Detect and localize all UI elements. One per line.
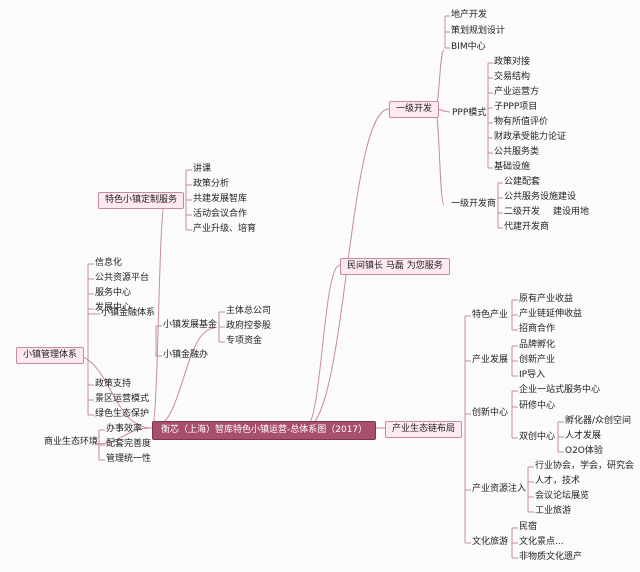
be-item-2[interactable]: 管理统一性 [106,454,152,464]
ppp-item-3[interactable]: 子PPP项目 [494,102,538,112]
inn-item-1[interactable]: 研修中心 [519,401,556,411]
ppp-item-0[interactable]: 政策对接 [494,57,531,67]
ppp-item-7[interactable]: 基础设施 [494,162,531,172]
node-industry-dev[interactable]: 产业发展 [472,355,509,365]
cs-item-4[interactable]: 产业升级、培育 [193,224,257,234]
node-industry-chain[interactable]: 产业生态链布局 [385,421,463,438]
dual-item-0[interactable]: 孵化器/众创空间 [565,416,632,426]
dual-item-1[interactable]: 人才发展 [565,431,602,441]
node-innovation[interactable]: 创新中心 [472,408,509,418]
ppp-item-6[interactable]: 公共服务类 [494,147,540,157]
fund-item-1[interactable]: 政府控参股 [226,321,272,331]
link-center-fund [151,327,216,429]
cs-item-0[interactable]: 讲课 [193,164,212,174]
node-dual-center[interactable]: 双创中心 [519,432,556,442]
node-culture[interactable]: 文化旅游 [472,537,509,547]
link-center-custom [151,201,166,429]
id-item-0[interactable]: 品牌孵化 [519,340,556,350]
fdb-item-0[interactable]: 公建配套 [504,177,541,187]
node-mgmt-system[interactable]: 小镇管理体系 [16,347,85,364]
res-item-3[interactable]: 工业旅游 [535,506,572,516]
id-item-2[interactable]: IP导入 [519,370,546,380]
mg-item-3[interactable]: 发展中心 [95,303,132,313]
mg-item-5[interactable]: 景区运营模式 [95,394,150,404]
be-item-1[interactable]: 配套完善度 [106,439,152,449]
mg-item-0[interactable]: 信息化 [95,258,123,268]
node-resource[interactable]: 产业资源注入 [472,484,527,494]
node-finance-office[interactable]: 小镇金融办 [163,350,209,360]
item-bim-center[interactable]: BIM中心 [451,42,486,52]
cs-item-1[interactable]: 政策分析 [193,179,230,189]
fdb-item-3[interactable]: 代建开发商 [504,222,550,232]
item-land-use[interactable]: 建设用地 [553,207,590,217]
node-first-dev-body[interactable]: 一级开发商 [451,199,497,209]
fdb-item-1[interactable]: 公共服务设施建设 [504,192,577,202]
mg-item-4[interactable]: 政策支持 [95,379,132,389]
fi-item-1[interactable]: 产业链延伸收益 [519,309,583,319]
node-ppp[interactable]: PPP模式 [452,108,487,118]
res-item-1[interactable]: 人才，技术 [535,476,581,486]
node-finance-system[interactable]: 小镇金融体系 [101,308,156,318]
node-business-env[interactable]: 商业生态环境 [44,437,99,447]
link-center-mayor [304,264,341,429]
cul-item-1[interactable]: 文化景点... [519,537,564,547]
item-planning-design[interactable]: 策划规划设计 [451,26,506,36]
cul-item-0[interactable]: 民宿 [519,522,538,532]
be-item-0[interactable]: 办事效率 [106,424,143,434]
node-first-dev[interactable]: 一级开发 [389,101,440,118]
mg-item-6[interactable]: 绿色生态保护 [95,409,150,419]
id-item-1[interactable]: 创新产业 [519,355,556,365]
res-item-2[interactable]: 会议论坛展览 [535,491,590,501]
cul-item-2[interactable]: 非物质文化遗产 [519,552,583,562]
node-custom-service[interactable]: 特色小镇定制服务 [98,192,185,209]
fi-item-0[interactable]: 原有产业收益 [519,294,574,304]
node-feature-industry[interactable]: 特色产业 [472,310,509,320]
mg-item-2[interactable]: 服务中心 [95,288,132,298]
res-item-0[interactable]: 行业协会，学会，研究会 [535,461,635,471]
link-center-business [94,427,153,445]
fund-item-2[interactable]: 专项资金 [226,336,263,346]
mg-item-1[interactable]: 公共资源平台 [95,273,150,283]
fund-item-0[interactable]: 主体总公司 [226,306,272,316]
fi-item-2[interactable]: 招商合作 [519,324,556,334]
node-dev-fund[interactable]: 小镇发展基金 [163,320,218,330]
item-real-estate[interactable]: 地产开发 [451,10,488,20]
dual-item-2[interactable]: O2O体验 [565,446,603,456]
node-mayor[interactable]: 民间镇长 马磊 为您服务 [340,258,450,275]
cs-item-3[interactable]: 活动会议合作 [193,209,248,219]
cs-item-2[interactable]: 共建发展智库 [193,194,248,204]
ppp-item-1[interactable]: 交易结构 [494,72,531,82]
link-fd-body [434,108,445,206]
ppp-item-4[interactable]: 物有所值评价 [494,117,549,127]
inn-item-0[interactable]: 企业一站式服务中心 [519,385,601,395]
center-node[interactable]: 衡芯（上海）智库特色小镇运营-总体系图（2017） [152,421,377,440]
ppp-item-2[interactable]: 产业运营方 [494,87,540,97]
fdb-item-2[interactable]: 二级开发 [504,207,541,217]
ppp-item-5[interactable]: 财政承受能力论证 [494,132,567,142]
